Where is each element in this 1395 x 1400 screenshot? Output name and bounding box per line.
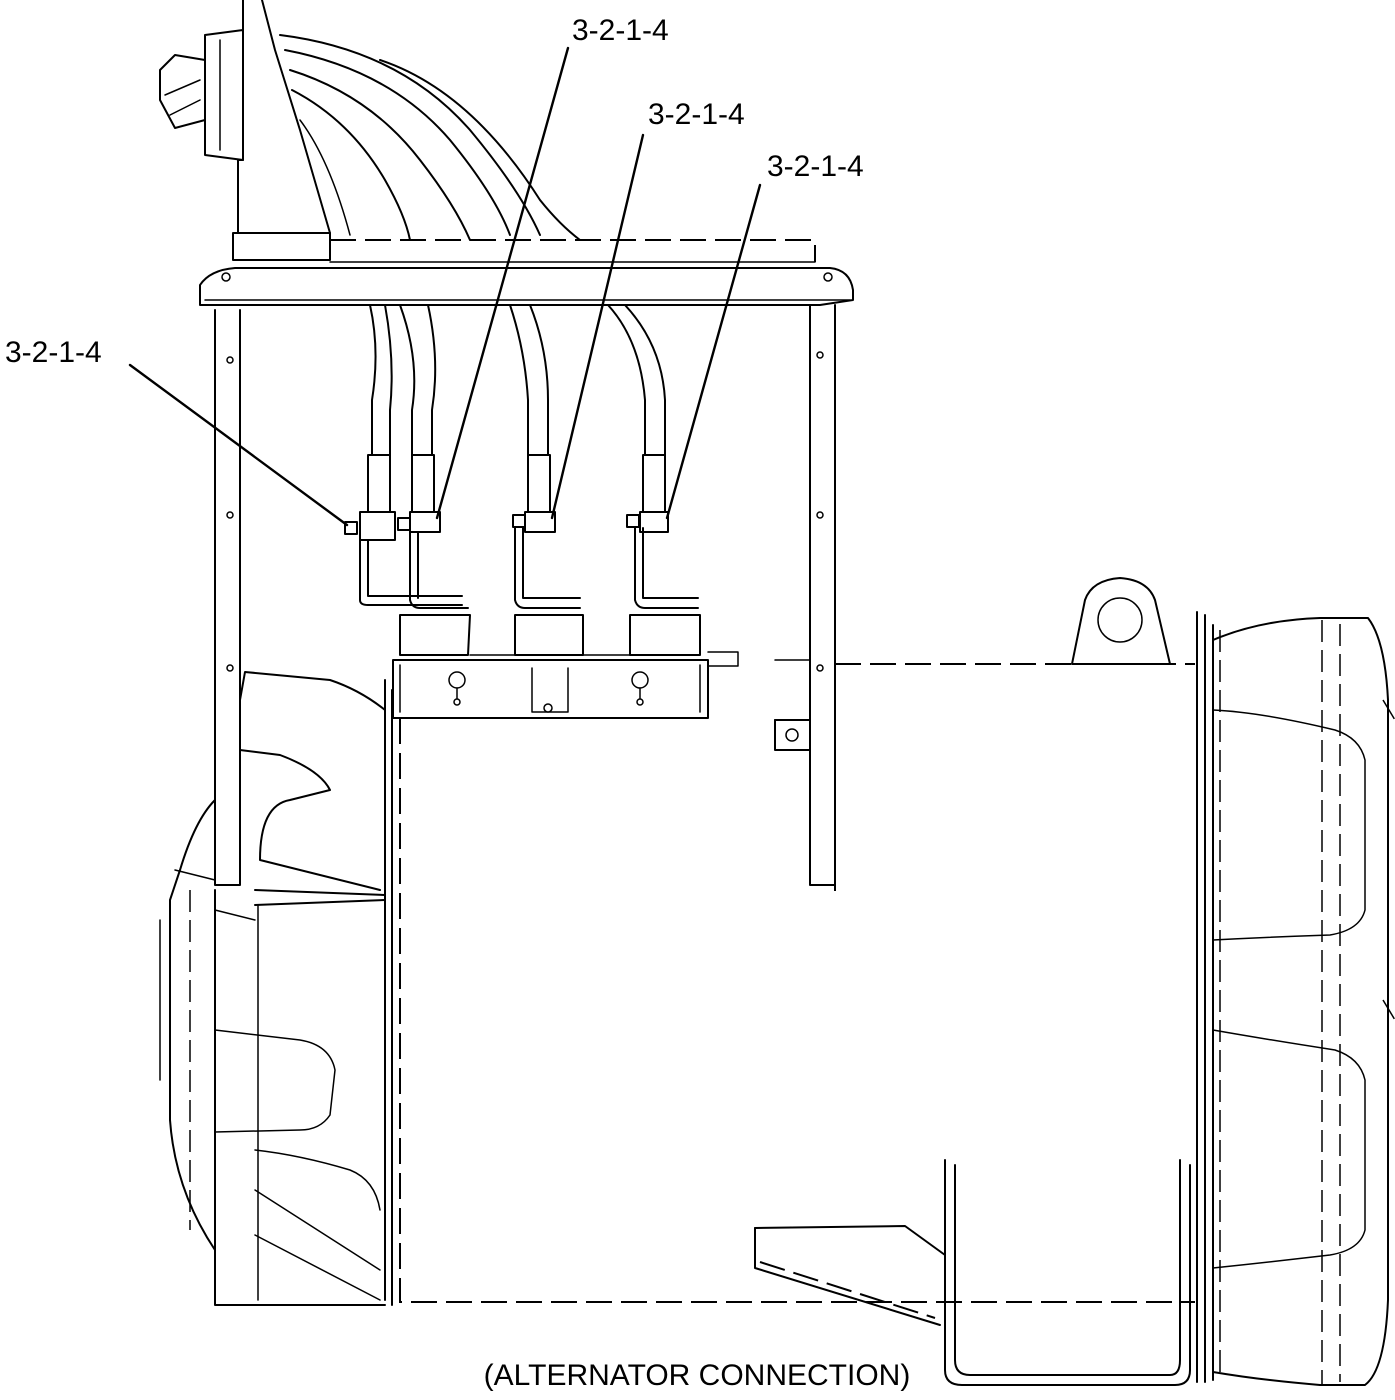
leader-line-2 [435, 46, 570, 520]
callout-label-middle: 3-2-1-4 [648, 98, 745, 131]
bus-bars [359, 527, 699, 609]
callout-label-top: 3-2-1-4 [572, 14, 669, 47]
cable-bundle [159, 0, 669, 541]
alternator-housing [159, 577, 1395, 1386]
figure-caption: (ALTERNATOR CONNECTION) [484, 1359, 911, 1392]
side-frame [214, 304, 836, 900]
leader-line-4 [665, 183, 762, 520]
callout-label-right: 3-2-1-4 [767, 150, 864, 183]
terminal-block [392, 614, 739, 719]
leader-line-3 [550, 133, 645, 520]
top-cover [199, 232, 854, 306]
leader-line-1 [128, 363, 349, 527]
callout-label-left: 3-2-1-4 [5, 336, 102, 369]
